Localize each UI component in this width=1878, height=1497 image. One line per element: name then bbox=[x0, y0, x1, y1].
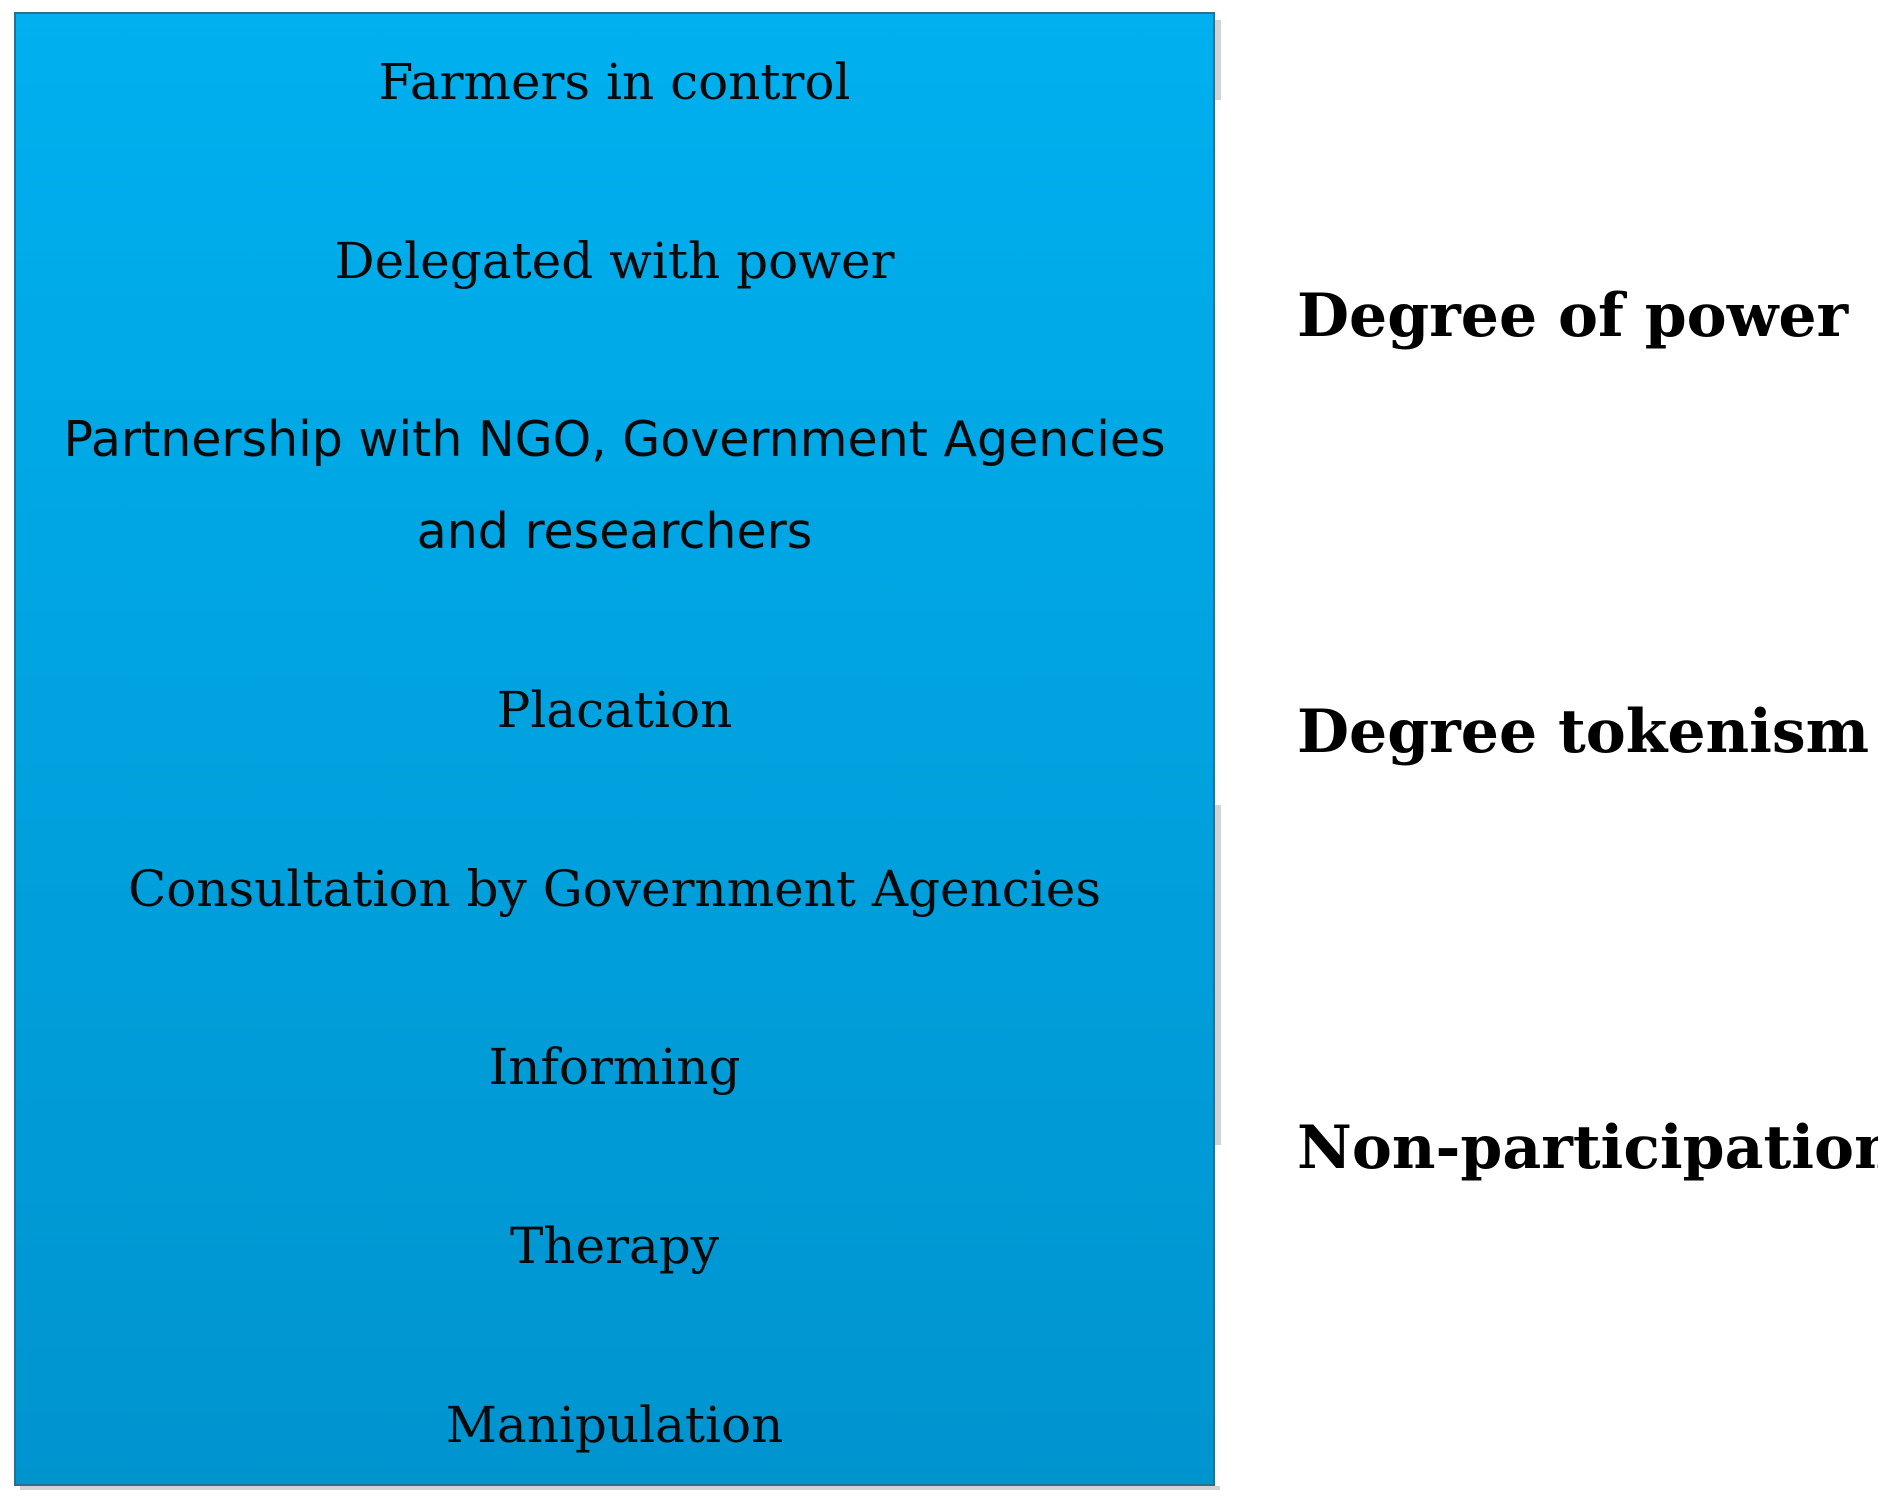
rung-partnership-line-2: and researchers bbox=[416, 503, 813, 560]
rung-delegated-with-power: Delegated with power bbox=[334, 232, 895, 290]
level-label-degree-of-power: Degree of power bbox=[1297, 281, 1849, 351]
rung-farmers-in-control: Farmers in control bbox=[378, 53, 851, 111]
box-shadow-mid-right bbox=[1215, 805, 1221, 1145]
rung-placation: Placation bbox=[496, 681, 733, 739]
level-label-degree-tokenism: Degree tokenism bbox=[1297, 697, 1870, 767]
rung-therapy: Therapy bbox=[509, 1217, 720, 1275]
rung-partnership-line-1: Partnership with NGO, Government Agencie… bbox=[63, 411, 1166, 468]
box-shadow-top-right bbox=[1215, 20, 1221, 100]
rung-consultation: Consultation by Government Agencies bbox=[127, 860, 1102, 918]
participation-ladder-box: Farmers in control Delegated with power … bbox=[14, 12, 1215, 1486]
rung-informing: Informing bbox=[488, 1038, 741, 1096]
box-shadow-bottom bbox=[20, 1486, 1220, 1490]
level-label-non-participation: Non-participation bbox=[1297, 1113, 1878, 1183]
rung-manipulation: Manipulation bbox=[445, 1396, 784, 1454]
